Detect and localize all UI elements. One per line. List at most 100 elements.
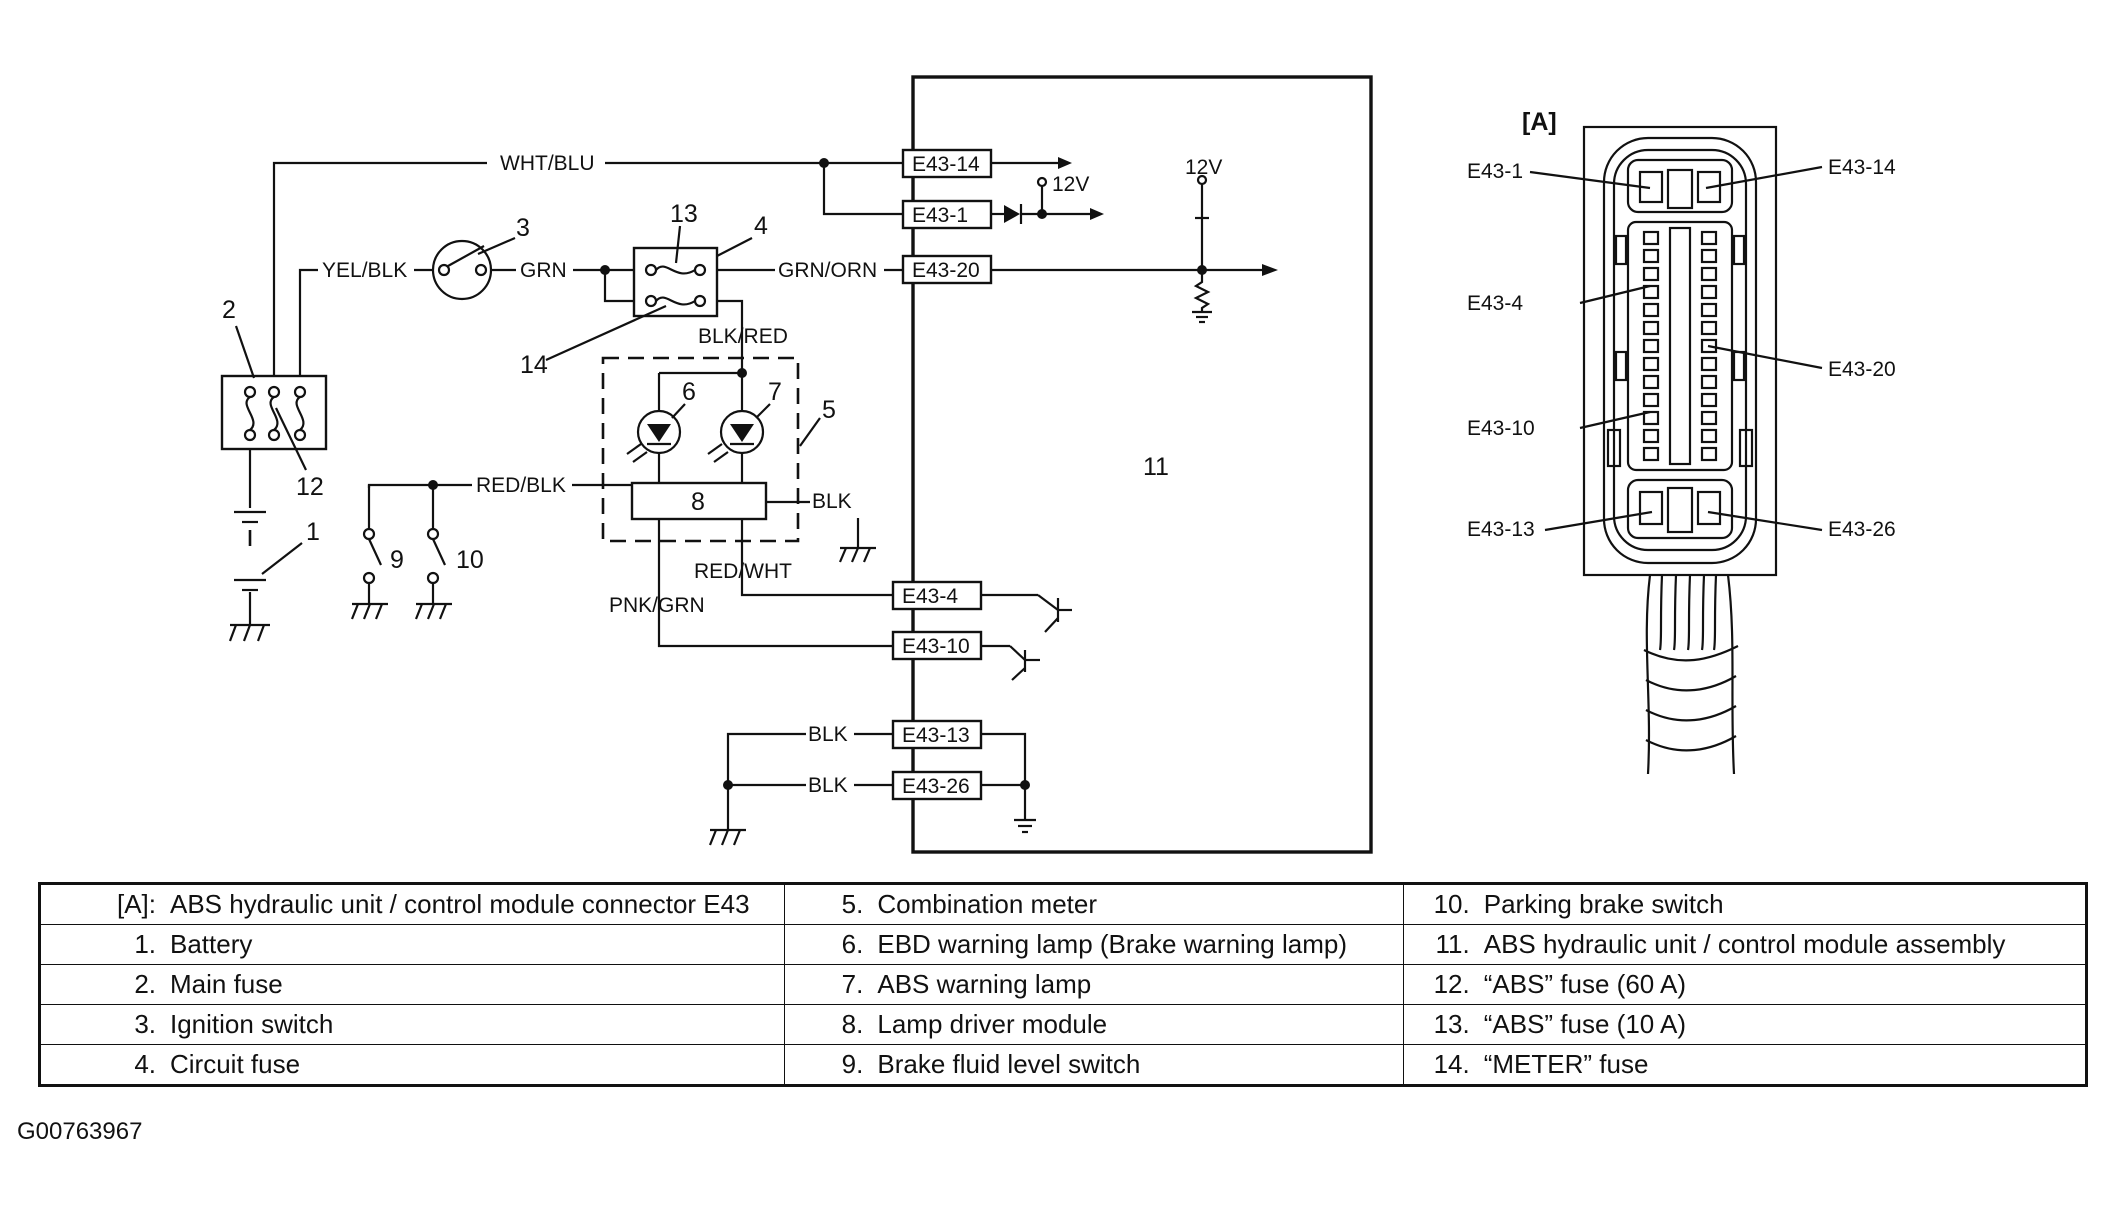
- connector-e43-view: [1582, 125, 1778, 775]
- legend-row: 4. Circuit fuse 9. Brake fluid level switc…: [38, 1044, 2088, 1086]
- legend-text: “METER” fuse: [1483, 1049, 1649, 1079]
- legend-text: ABS warning lamp: [877, 969, 1092, 999]
- legend-row: 1. Battery 6. EBD warning lamp (Brake warn…: [38, 924, 2088, 965]
- legend-key: 13.: [1433, 1009, 1470, 1039]
- legend-key: 11.: [1435, 929, 1470, 959]
- connector-callouts: [1529, 165, 1823, 532]
- label-2: 2: [222, 296, 236, 324]
- pin-e43-13: E43-13: [891, 719, 983, 750]
- label-6: 6: [682, 378, 696, 406]
- voltage-label-1: 12V: [1052, 173, 1089, 196]
- legend-key: 12.: [1433, 969, 1470, 999]
- legend-row: 2. Main fuse 7. ABS warning lamp 12. “ABS” …: [38, 964, 2088, 1005]
- voltage-label-2: 12V: [1185, 156, 1222, 179]
- svg-text:E43-4: E43-4: [902, 585, 958, 608]
- label-9: 9: [390, 546, 404, 574]
- legend-key: 6.: [841, 929, 864, 959]
- pin-e43-20: E43-20: [901, 254, 993, 285]
- legend-key: 8.: [841, 1009, 864, 1039]
- legend-text: Lamp driver module: [877, 1009, 1108, 1039]
- callout-e43-10: E43-10: [1467, 417, 1535, 440]
- pin-e43-14: E43-14: [901, 148, 993, 179]
- wire-label-blk-lamp: BLK: [812, 490, 852, 513]
- abs-module-box: [911, 75, 1373, 854]
- legend-key: 9.: [841, 1049, 864, 1079]
- label-7: 7: [768, 378, 782, 406]
- wire-label-red-blk: RED/BLK: [476, 474, 566, 497]
- wire-label-blk-red: BLK/RED: [698, 325, 788, 348]
- ignition-switch: [431, 239, 493, 301]
- label-12: 12: [296, 473, 324, 501]
- figure-code: G00763967: [17, 1118, 143, 1145]
- callout-e43-20: E43-20: [1828, 358, 1896, 381]
- callout-e43-4: E43-4: [1467, 292, 1523, 315]
- main-fuse-elements: [243, 385, 307, 442]
- legend-text: EBD warning lamp (Brake warning lamp): [877, 929, 1347, 959]
- connector-view-title: [A]: [1522, 108, 1557, 136]
- legend-text: Parking brake switch: [1483, 889, 1724, 919]
- callout-e43-26: E43-26: [1828, 518, 1896, 541]
- svg-text:E43-10: E43-10: [902, 635, 970, 658]
- combination-meter-box: [601, 356, 800, 543]
- legend-text: Ignition switch: [170, 1009, 334, 1039]
- wiring-diagram: 11 2 12 1 WHT/BLU YEL/BLK: [220, 75, 1896, 854]
- legend-row: 3. Ignition switch 8. Lamp driver module 1…: [38, 1004, 2088, 1045]
- svg-text:E43-13: E43-13: [902, 724, 970, 747]
- brake-fluid-level-switch: [350, 485, 388, 620]
- label-11: 11: [1143, 453, 1169, 481]
- callout-e43-14: E43-14: [1828, 156, 1896, 179]
- legend-key: 7.: [841, 969, 864, 999]
- legend-key: 3.: [134, 1009, 156, 1039]
- label-4: 4: [754, 212, 768, 240]
- wire-label-pnk-grn: PNK/GRN: [609, 594, 705, 617]
- wire-label-yel-blk: YEL/BLK: [322, 259, 407, 282]
- legend-text: “ABS” fuse (60 A): [1483, 969, 1687, 999]
- legend-key: 5.: [841, 889, 864, 919]
- label-8: 8: [691, 488, 705, 516]
- label-3: 3: [516, 214, 530, 242]
- legend-text: Battery: [170, 929, 253, 959]
- circuit-fuse-elements: [644, 263, 707, 308]
- legend-key: 2.: [134, 969, 156, 999]
- pin-e43-10: E43-10: [891, 630, 983, 661]
- callout-e43-1: E43-1: [1467, 160, 1523, 183]
- parking-brake-switch: [414, 485, 452, 620]
- wire-label-blk-26: BLK: [808, 774, 848, 797]
- svg-text:E43-14: E43-14: [912, 153, 980, 176]
- wire-label-blk-13: BLK: [808, 723, 848, 746]
- svg-text:E43-26: E43-26: [902, 775, 970, 798]
- legend-key: 4.: [134, 1049, 156, 1079]
- label-1: 1: [306, 518, 320, 546]
- wire-label-wht-blu: WHT/BLU: [500, 152, 595, 175]
- legend-row: [A]: ABS hydraulic unit / control module …: [38, 883, 2088, 925]
- ground-blk: [708, 788, 746, 846]
- wire-label-grn-orn: GRN/ORN: [778, 259, 877, 282]
- pin-e43-26: E43-26: [891, 770, 983, 801]
- legend-text: Circuit fuse: [170, 1049, 301, 1079]
- label-5: 5: [822, 396, 836, 424]
- pin-e43-1: E43-1: [901, 199, 993, 230]
- legend-text: Main fuse: [170, 969, 283, 999]
- svg-text:E43-20: E43-20: [912, 259, 980, 282]
- module-internal-wiring: [981, 157, 1278, 834]
- legend-text: “ABS” fuse (10 A): [1483, 1009, 1687, 1039]
- ground-lamp: [838, 546, 876, 563]
- abs-warning-lamp: [707, 409, 765, 483]
- ebd-warning-lamp: [626, 409, 682, 483]
- legend-table: [A]: ABS hydraulic unit / control module …: [38, 882, 2088, 1087]
- legend-text: Brake fluid level switch: [877, 1049, 1141, 1079]
- legend-key: 14.: [1433, 1049, 1470, 1079]
- label-14: 14: [520, 351, 548, 379]
- pin-e43-4: E43-4: [891, 580, 983, 611]
- legend-key: 10.: [1433, 889, 1470, 919]
- battery-symbol: [228, 449, 270, 642]
- legend-key: [A]:: [116, 889, 156, 919]
- callout-e43-13: E43-13: [1467, 518, 1535, 541]
- wire-label-grn: GRN: [520, 259, 567, 282]
- legend-key: 1.: [134, 929, 156, 959]
- svg-text:E43-1: E43-1: [912, 204, 968, 227]
- legend-text: Combination meter: [877, 889, 1098, 919]
- legend-text: ABS hydraulic unit / control module conn…: [170, 889, 750, 919]
- label-13: 13: [670, 200, 698, 228]
- legend-text: ABS hydraulic unit / control module asse…: [1483, 929, 2006, 959]
